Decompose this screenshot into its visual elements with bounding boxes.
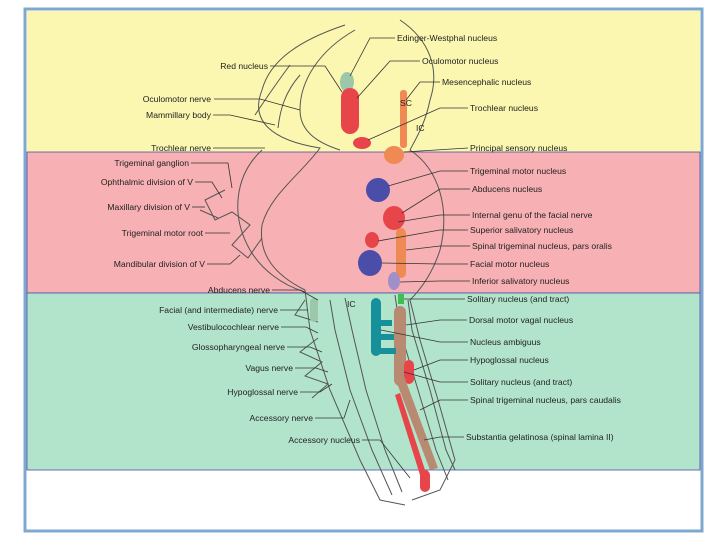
facial-motor-nucleus-shape — [358, 250, 382, 276]
edinger-westphal-nucleus-shape — [340, 72, 354, 92]
dorsal-motor-vagal-nucleus-shape — [394, 306, 406, 386]
label-mammillary-body: Mammillary body — [146, 110, 212, 120]
label-superior-salivatory: Superior salivatory nucleus — [470, 225, 573, 235]
label-red-nucleus: Red nucleus — [220, 61, 268, 71]
trochlear-nucleus-shape — [353, 137, 371, 149]
label-oculomotor-nucleus: Oculomotor nucleus — [422, 56, 498, 66]
label-internal-genu: Internal genu of the facial nerve — [472, 210, 593, 220]
hypoglossal-root-1 — [376, 320, 392, 326]
spinal-trigeminal-oralis-shape — [396, 228, 406, 278]
label-vagus-nerve: Vagus nerve — [245, 363, 293, 373]
label-accessory-nucleus: Accessory nucleus — [288, 435, 360, 445]
hypoglossal-root-2 — [378, 334, 394, 340]
label-principal-sensory: Principal sensory nucleus — [470, 143, 567, 153]
label-accessory-nerve: Accessory nerve — [249, 413, 313, 423]
right-labels: Edinger-Westphal nucleus Oculomotor nucl… — [397, 33, 621, 442]
hypoglossal-root-3 — [380, 348, 396, 354]
label-substantia-gelatinosa: Substantia gelatinosa (spinal lamina II) — [466, 432, 614, 442]
solitary-nucleus-upper-shape — [398, 294, 404, 304]
trigeminal-motor-nucleus-shape — [366, 178, 390, 202]
mesencephalic-nucleus-shape — [400, 90, 407, 148]
label-solitary-upper: Solitary nucleus (and tract) — [467, 294, 569, 304]
vestibular-root-shape — [310, 298, 318, 322]
inferior-colliculus-marker-upper: IC — [416, 123, 425, 133]
label-solitary-lower: Solitary nucleus (and tract) — [470, 377, 572, 387]
spinal-trigeminal-caudalis-shape — [395, 376, 438, 470]
nucleus-ambiguus-shape — [371, 298, 381, 356]
label-facial-nerve: Facial (and intermediate) nerve — [159, 305, 278, 315]
label-trigeminal-motor: Trigeminal motor nucleus — [470, 166, 566, 176]
left-leader-lines — [191, 65, 411, 479]
label-facial-motor: Facial motor nucleus — [470, 259, 549, 269]
right-leader-lines — [349, 37, 470, 441]
label-spinal-trigeminal-oralis: Spinal trigeminal nucleus, pars oralis — [472, 241, 612, 251]
label-glossopharyngeal-nerve: Glossopharyngeal nerve — [192, 342, 285, 352]
label-hypoglossal-nucleus: Hypoglossal nucleus — [470, 355, 549, 365]
hypoglossal-nucleus-shape — [404, 360, 414, 384]
label-trigeminal-motor-root: Trigeminal motor root — [122, 228, 204, 238]
label-maxillary-division: Maxillary division of V — [107, 202, 190, 212]
label-ophthalmic-division: Ophthalmic division of V — [101, 177, 193, 187]
principal-sensory-nucleus-shape — [384, 146, 404, 164]
label-abducens-nucleus: Abducens nucleus — [472, 184, 542, 194]
superior-salivatory-nucleus-shape — [365, 232, 379, 248]
label-edinger-westphal: Edinger-Westphal nucleus — [397, 33, 497, 43]
cranial-nerve-nuclei — [310, 72, 438, 492]
label-nucleus-ambiguus: Nucleus ambiguus — [470, 337, 541, 347]
label-trochlear-nucleus: Trochlear nucleus — [470, 103, 538, 113]
label-trigeminal-ganglion: Trigeminal ganglion — [114, 158, 189, 168]
label-spinal-trigeminal-caudalis: Spinal trigeminal nucleus, pars caudalis — [470, 395, 621, 405]
substantia-gelatinosa-shape — [395, 393, 426, 475]
label-mandibular-division: Mandibular division of V — [114, 259, 206, 269]
label-inferior-salivatory: Inferior salivatory nucleus — [472, 276, 569, 286]
accessory-nucleus-shape — [420, 470, 430, 492]
label-abducens-nerve: Abducens nerve — [208, 285, 270, 295]
abducens-nucleus-shape — [383, 206, 405, 230]
label-trochlear-nerve: Trochlear nerve — [151, 143, 211, 153]
oculomotor-nucleus-shape — [341, 88, 359, 134]
inferior-salivatory-nucleus-shape — [388, 272, 400, 290]
left-labels: Red nucleus Oculomotor nerve Mammillary … — [101, 61, 360, 445]
midbrain-band — [27, 11, 700, 152]
medulla-band — [26, 292, 701, 471]
inferior-colliculus-marker-lower: IC — [347, 299, 356, 309]
label-mesencephalic-nucleus: Mesencephalic nucleus — [442, 77, 531, 87]
label-hypoglossal-nerve: Hypoglossal nerve — [227, 387, 298, 397]
label-vestibulocochlear-nerve: Vestibulocochlear nerve — [188, 322, 279, 332]
superior-colliculus-marker: SC — [400, 98, 412, 108]
label-dorsal-motor-vagal: Dorsal motor vagal nucleus — [469, 315, 573, 325]
label-oculomotor-nerve: Oculomotor nerve — [143, 94, 212, 104]
